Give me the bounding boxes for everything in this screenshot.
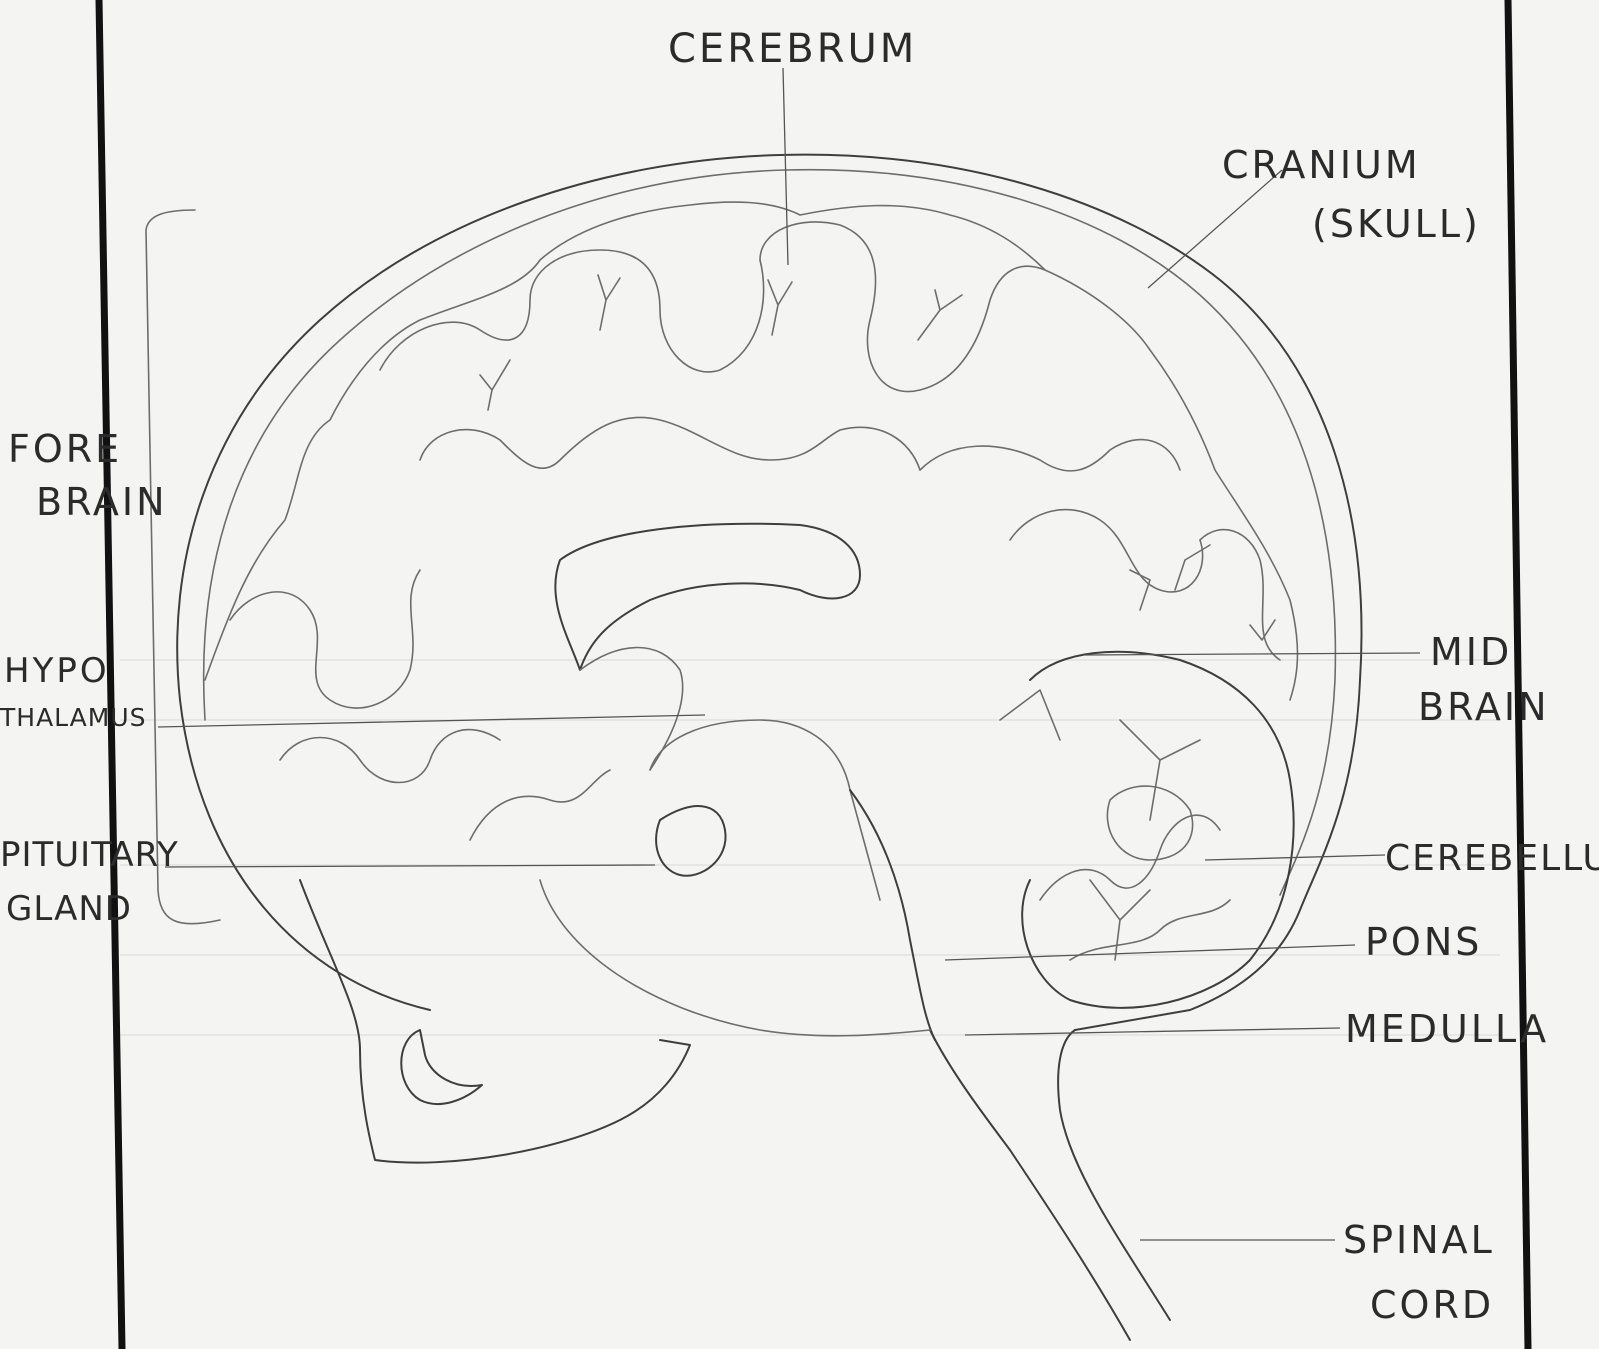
cerebellum-folia	[1040, 815, 1230, 960]
cerebellum-inner	[1107, 786, 1192, 860]
label-pituitary-line1: PITUITARY	[0, 835, 179, 875]
cranium-outline	[177, 155, 1361, 1030]
label-spinal-line2: CORD	[1370, 1283, 1494, 1327]
label-forebrain-line1: FORE	[8, 427, 122, 471]
label-pons: PONS	[1365, 920, 1482, 964]
label-spinal-line1: SPINAL	[1343, 1218, 1495, 1262]
cerebrum-gyri	[205, 202, 1298, 700]
diagram-labels: CEREBRUM CRANIUM (SKULL) FORE BRAIN HYPO…	[0, 26, 1599, 1327]
sulcus-marks	[480, 275, 1275, 640]
label-forebrain-line2: BRAIN	[36, 480, 168, 524]
cerebrum-sulci-6	[280, 730, 500, 783]
label-pituitary-line2: GLAND	[6, 889, 132, 929]
brainstem	[850, 790, 935, 1040]
label-medulla: MEDULLA	[1345, 1007, 1549, 1051]
cerebrum-sulci-4	[920, 440, 1180, 471]
cerebrum-sulci-3	[420, 417, 920, 470]
label-midbrain-line2: BRAIN	[1418, 685, 1550, 729]
label-cerebellum: CEREBELLUM	[1385, 838, 1599, 879]
label-midbrain-line1: MID	[1430, 630, 1512, 674]
nasal-cavity	[401, 1030, 482, 1104]
thalamus-region	[650, 720, 880, 900]
cerebrum-sulci-8	[1200, 530, 1280, 660]
cerebrum-sulci-5	[230, 570, 420, 708]
neck-front-outline	[930, 1030, 1130, 1340]
cerebrum-sulci-2	[760, 222, 1045, 392]
right-margin-line	[1508, 0, 1528, 1349]
label-cerebrum: CEREBRUM	[668, 26, 917, 72]
label-cranium-line2: (SKULL)	[1312, 202, 1481, 246]
face-outline	[300, 880, 690, 1163]
leader-lines	[158, 68, 1420, 1240]
label-hypothalamus-line2: THALAMUS	[0, 703, 147, 732]
cerebrum-sulci-7	[1010, 510, 1203, 592]
label-hypothalamus-line1: HYPO	[4, 651, 110, 691]
neck-back-outline	[1058, 1030, 1170, 1320]
pons-bulge	[540, 880, 930, 1036]
fornix	[580, 648, 683, 771]
arbor-vitae	[1000, 690, 1200, 960]
corpus-callosum	[555, 524, 860, 670]
cerebrum-sulci-9	[470, 770, 610, 840]
cerebellum-outline	[1022, 652, 1293, 1008]
label-cranium-line1: CRANIUM	[1222, 143, 1421, 187]
